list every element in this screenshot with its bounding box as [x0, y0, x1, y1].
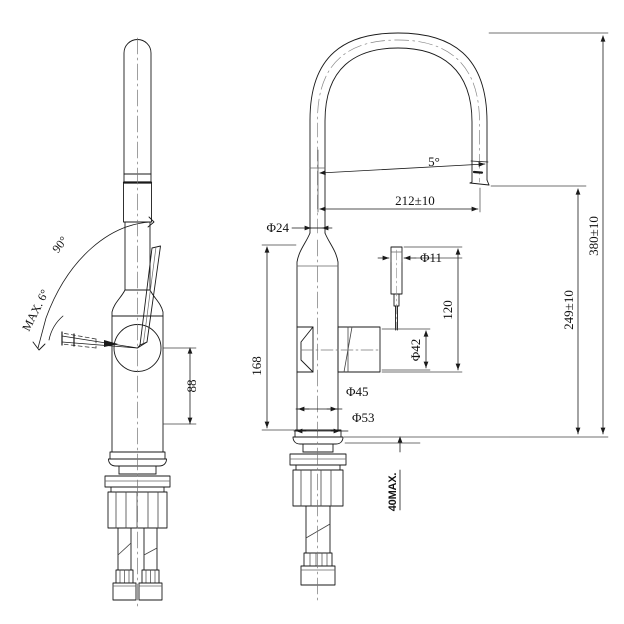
dim-spout-height: [490, 185, 587, 435]
label-cartridge-dia: Φ42: [408, 339, 423, 362]
dim-spout-reach: [317, 149, 481, 213]
dim-outlet-angle: [319, 161, 486, 176]
label-swivel-angle: 90°: [49, 233, 70, 255]
front-body-right: [324, 232, 339, 431]
side-body-right: [149, 289, 164, 453]
front-washer: [289, 453, 347, 466]
front-view-geometry: [289, 32, 490, 601]
label-overall-height: 380±10: [586, 216, 601, 256]
front-spout-inner: [324, 47, 473, 234]
dim-handle-height: [162, 347, 197, 425]
label-lever-dia: Φ11: [420, 250, 442, 265]
side-spout-upper: [123, 39, 152, 183]
side-hose-b: [143, 527, 158, 571]
dim-cartridge-dia: [381, 328, 431, 371]
front-spout-centerline: [317, 39, 480, 234]
label-spout-dia: Φ24: [266, 220, 289, 235]
side-lock-nut: [107, 491, 168, 529]
label-deck-thickness: 40MAX.: [387, 473, 399, 512]
dim-handle-assembly-height: [381, 246, 463, 373]
side-lever-up: [139, 245, 161, 346]
front-lock-nut: [292, 469, 344, 507]
side-view-geometry: [32, 37, 171, 607]
dim-overall-height: [343, 32, 609, 438]
front-body-left: [296, 232, 311, 431]
front-cartridge-left: [296, 326, 314, 373]
label-spout-reach: 212±10: [395, 193, 435, 208]
label-handle-assembly-height: 120: [440, 300, 455, 320]
front-hose: [305, 505, 331, 554]
side-hose-a: [117, 527, 132, 571]
label-handle-height: 88: [184, 380, 199, 393]
side-swivel-arc: [37, 221, 152, 349]
front-cartridge-right: [337, 326, 381, 373]
label-spout-height: 249±10: [561, 290, 576, 330]
side-flange-skirt: [108, 458, 167, 467]
label-body-height: 168: [249, 356, 264, 376]
dim-body-height: [261, 244, 297, 431]
label-outlet-angle: 5°: [428, 154, 440, 169]
label-base-dia: Φ53: [352, 410, 375, 425]
dim-deck-thickness: [344, 436, 421, 511]
front-lever-grip: [390, 246, 403, 295]
side-washer: [104, 475, 171, 488]
label-handle-tilt-max: MAX. 6°: [19, 287, 52, 333]
dim-lever-dia: [377, 251, 463, 263]
side-body-left: [111, 289, 126, 453]
side-spout-collar: [123, 182, 152, 223]
label-body-dia: Φ45: [346, 384, 369, 399]
front-spout-outer: [309, 32, 488, 234]
